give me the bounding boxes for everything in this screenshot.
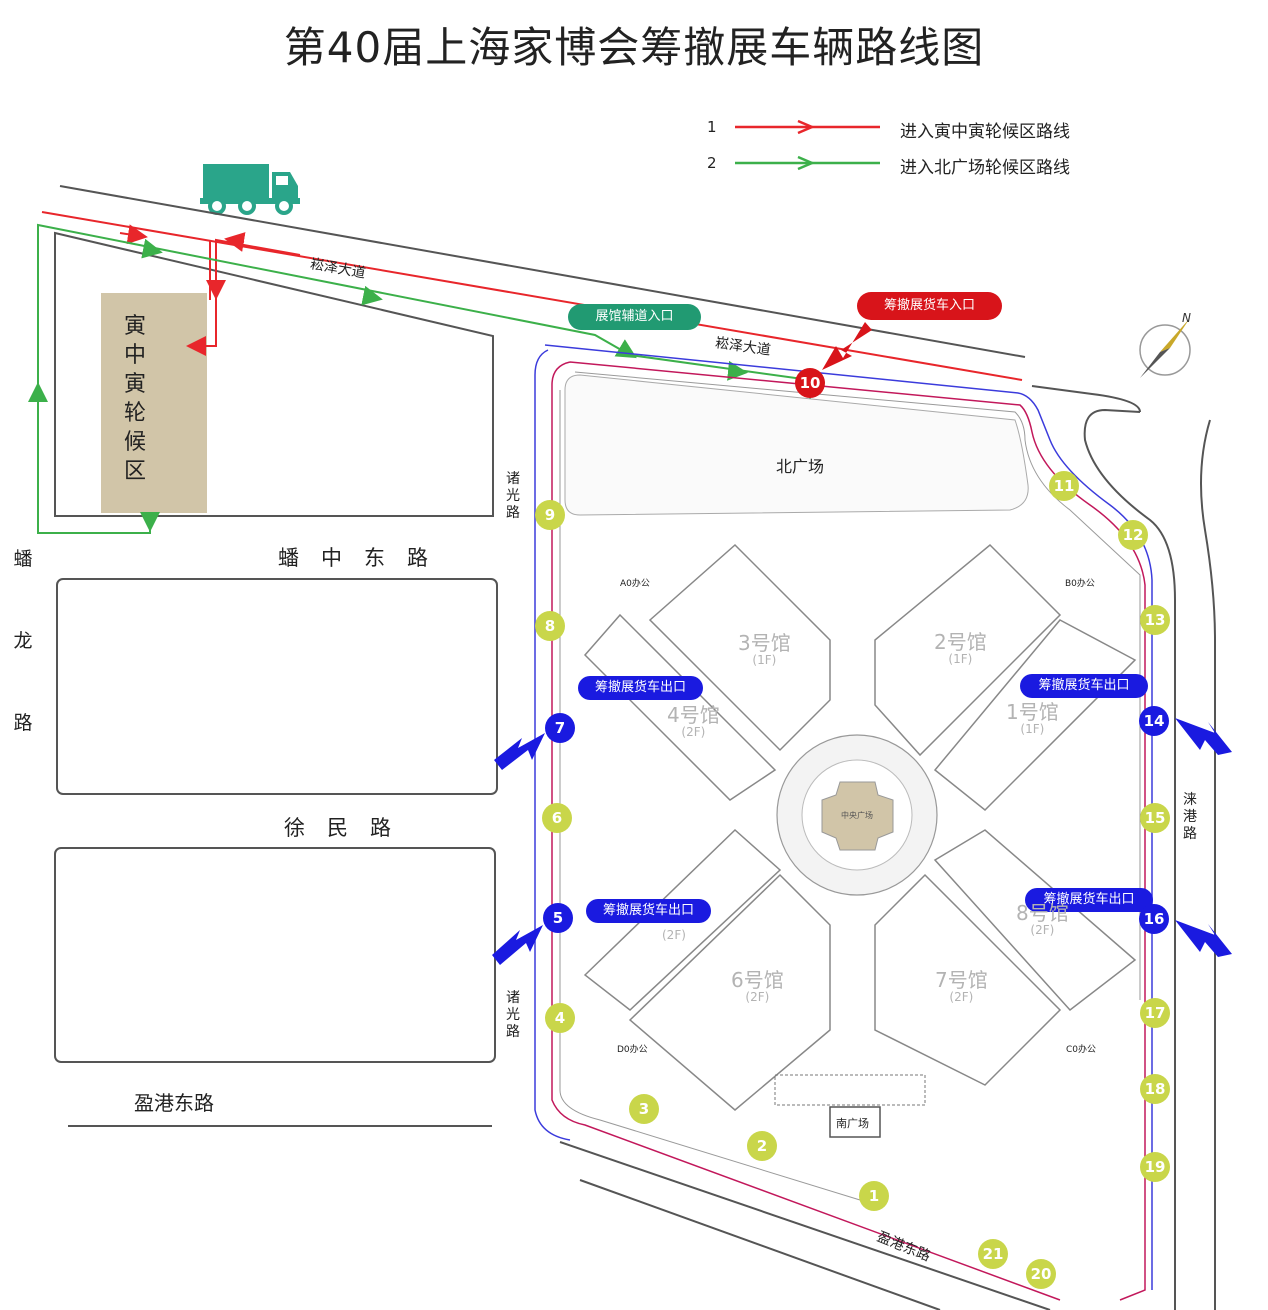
south-plaza-label: 南广场	[836, 1117, 869, 1130]
exit-badge-sw: 筹撤展货车出口	[586, 899, 711, 923]
hall-7-label: 7号馆(2F)	[935, 968, 988, 1004]
gate-18: 18	[1140, 1074, 1170, 1104]
road-label-laigang: 涞港路	[1183, 792, 1197, 842]
road-label-zhuguang-1: 诸光路	[506, 471, 520, 521]
legend-route-1-line	[735, 119, 880, 135]
waiting-lot-outline	[54, 231, 494, 517]
central-plaza-label: 中央广场	[841, 811, 873, 820]
gate-12: 12	[1118, 520, 1148, 550]
north-plaza-outline	[564, 374, 1029, 516]
gate-4: 4	[545, 1003, 575, 1033]
hall-6-label: 6号馆(2F)	[731, 968, 784, 1004]
entry-arrow-north	[822, 322, 872, 370]
block-xumin	[54, 847, 496, 1063]
legend-2-number: 2	[707, 154, 717, 172]
gate-6: 6	[542, 803, 572, 833]
gate-11: 11	[1049, 471, 1079, 501]
gate-7: 7	[545, 713, 575, 743]
truck-entry-badge: 筹撤展货车入口	[857, 292, 1002, 320]
south-plaza-steps	[774, 1074, 926, 1106]
gate-13: 13	[1140, 605, 1170, 635]
gate-2: 2	[747, 1131, 777, 1161]
legend-route-2-line	[735, 155, 880, 171]
exit-badge-se: 筹撤展货车出口	[1025, 888, 1153, 912]
legend-2-text: 进入北广场轮候区路线	[900, 158, 1070, 178]
gate-5: 5	[543, 903, 573, 933]
waiting-area-block	[101, 293, 207, 513]
block-panzhong	[56, 578, 498, 795]
aux-entry-badge: 展馆辅道入口	[568, 304, 701, 330]
exit-arrow-west-lower	[492, 925, 543, 965]
svg-text:N: N	[1182, 311, 1191, 325]
gate-3: 3	[629, 1094, 659, 1124]
exit-badge-nw: 筹撤展货车出口	[578, 676, 703, 700]
hall-1-label: 1号馆(1F)	[1006, 700, 1059, 736]
gate-8: 8	[535, 611, 565, 641]
gate-1: 1	[859, 1181, 889, 1211]
map-title: 第40届上海家博会筹撤展车辆路线图	[283, 23, 985, 72]
office-b0-label: B0办公	[1065, 579, 1095, 589]
gate-16: 16	[1139, 904, 1169, 934]
central-plaza-building	[821, 781, 894, 851]
hall-5-floor-label: (2F)	[662, 928, 686, 942]
south-plaza-building	[829, 1106, 881, 1138]
gate-17: 17	[1140, 998, 1170, 1028]
venue-inner	[559, 371, 1141, 1201]
gate-21: 21	[978, 1239, 1008, 1269]
hall-4-label: 4号馆(2F)	[667, 703, 720, 739]
hall-3-label: 3号馆(1F)	[738, 631, 791, 667]
exit-arrow-east-lower	[1175, 920, 1232, 957]
road-label-yinggang-left: 盈港东路	[134, 1091, 214, 1115]
hall-8-label: 8号馆(2F)	[1016, 901, 1069, 937]
legend-1-number: 1	[707, 118, 717, 136]
gate-10: 10	[795, 368, 825, 398]
road-label-xumin: 徐民路	[284, 816, 413, 840]
office-a0-label: A0办公	[620, 579, 650, 589]
gate-14: 14	[1139, 706, 1169, 736]
route-1-path	[41, 211, 1023, 381]
gate-20: 20	[1026, 1259, 1056, 1289]
road-lines	[59, 185, 1216, 1310]
office-d0-label: D0办公	[617, 1045, 648, 1055]
gate-15: 15	[1140, 803, 1170, 833]
hall-shapes	[583, 543, 1137, 1111]
north-plaza-label: 北广场	[776, 457, 825, 476]
truck-icon	[200, 164, 300, 215]
hall-2-label: 2号馆(1F)	[934, 630, 987, 666]
office-c0-label: C0办公	[1066, 1045, 1097, 1055]
exit-arrow-west-upper	[494, 733, 545, 770]
exit-arrow-east-upper	[1175, 718, 1232, 755]
exit-badge-ne: 筹撤展货车出口	[1020, 674, 1148, 698]
compass-icon: N	[1139, 311, 1191, 378]
gate-19: 19	[1140, 1152, 1170, 1182]
road-label-zhuguang-2: 诸光路	[506, 990, 520, 1040]
road-label-panzhong: 蟠中东路	[278, 546, 450, 570]
road-label-panlong: 蟠龙路	[13, 548, 33, 734]
gate-9: 9	[535, 500, 565, 530]
legend-1-text: 进入寅中寅轮候区路线	[900, 122, 1070, 142]
waiting-area-label: 寅中寅轮候区	[124, 314, 147, 484]
